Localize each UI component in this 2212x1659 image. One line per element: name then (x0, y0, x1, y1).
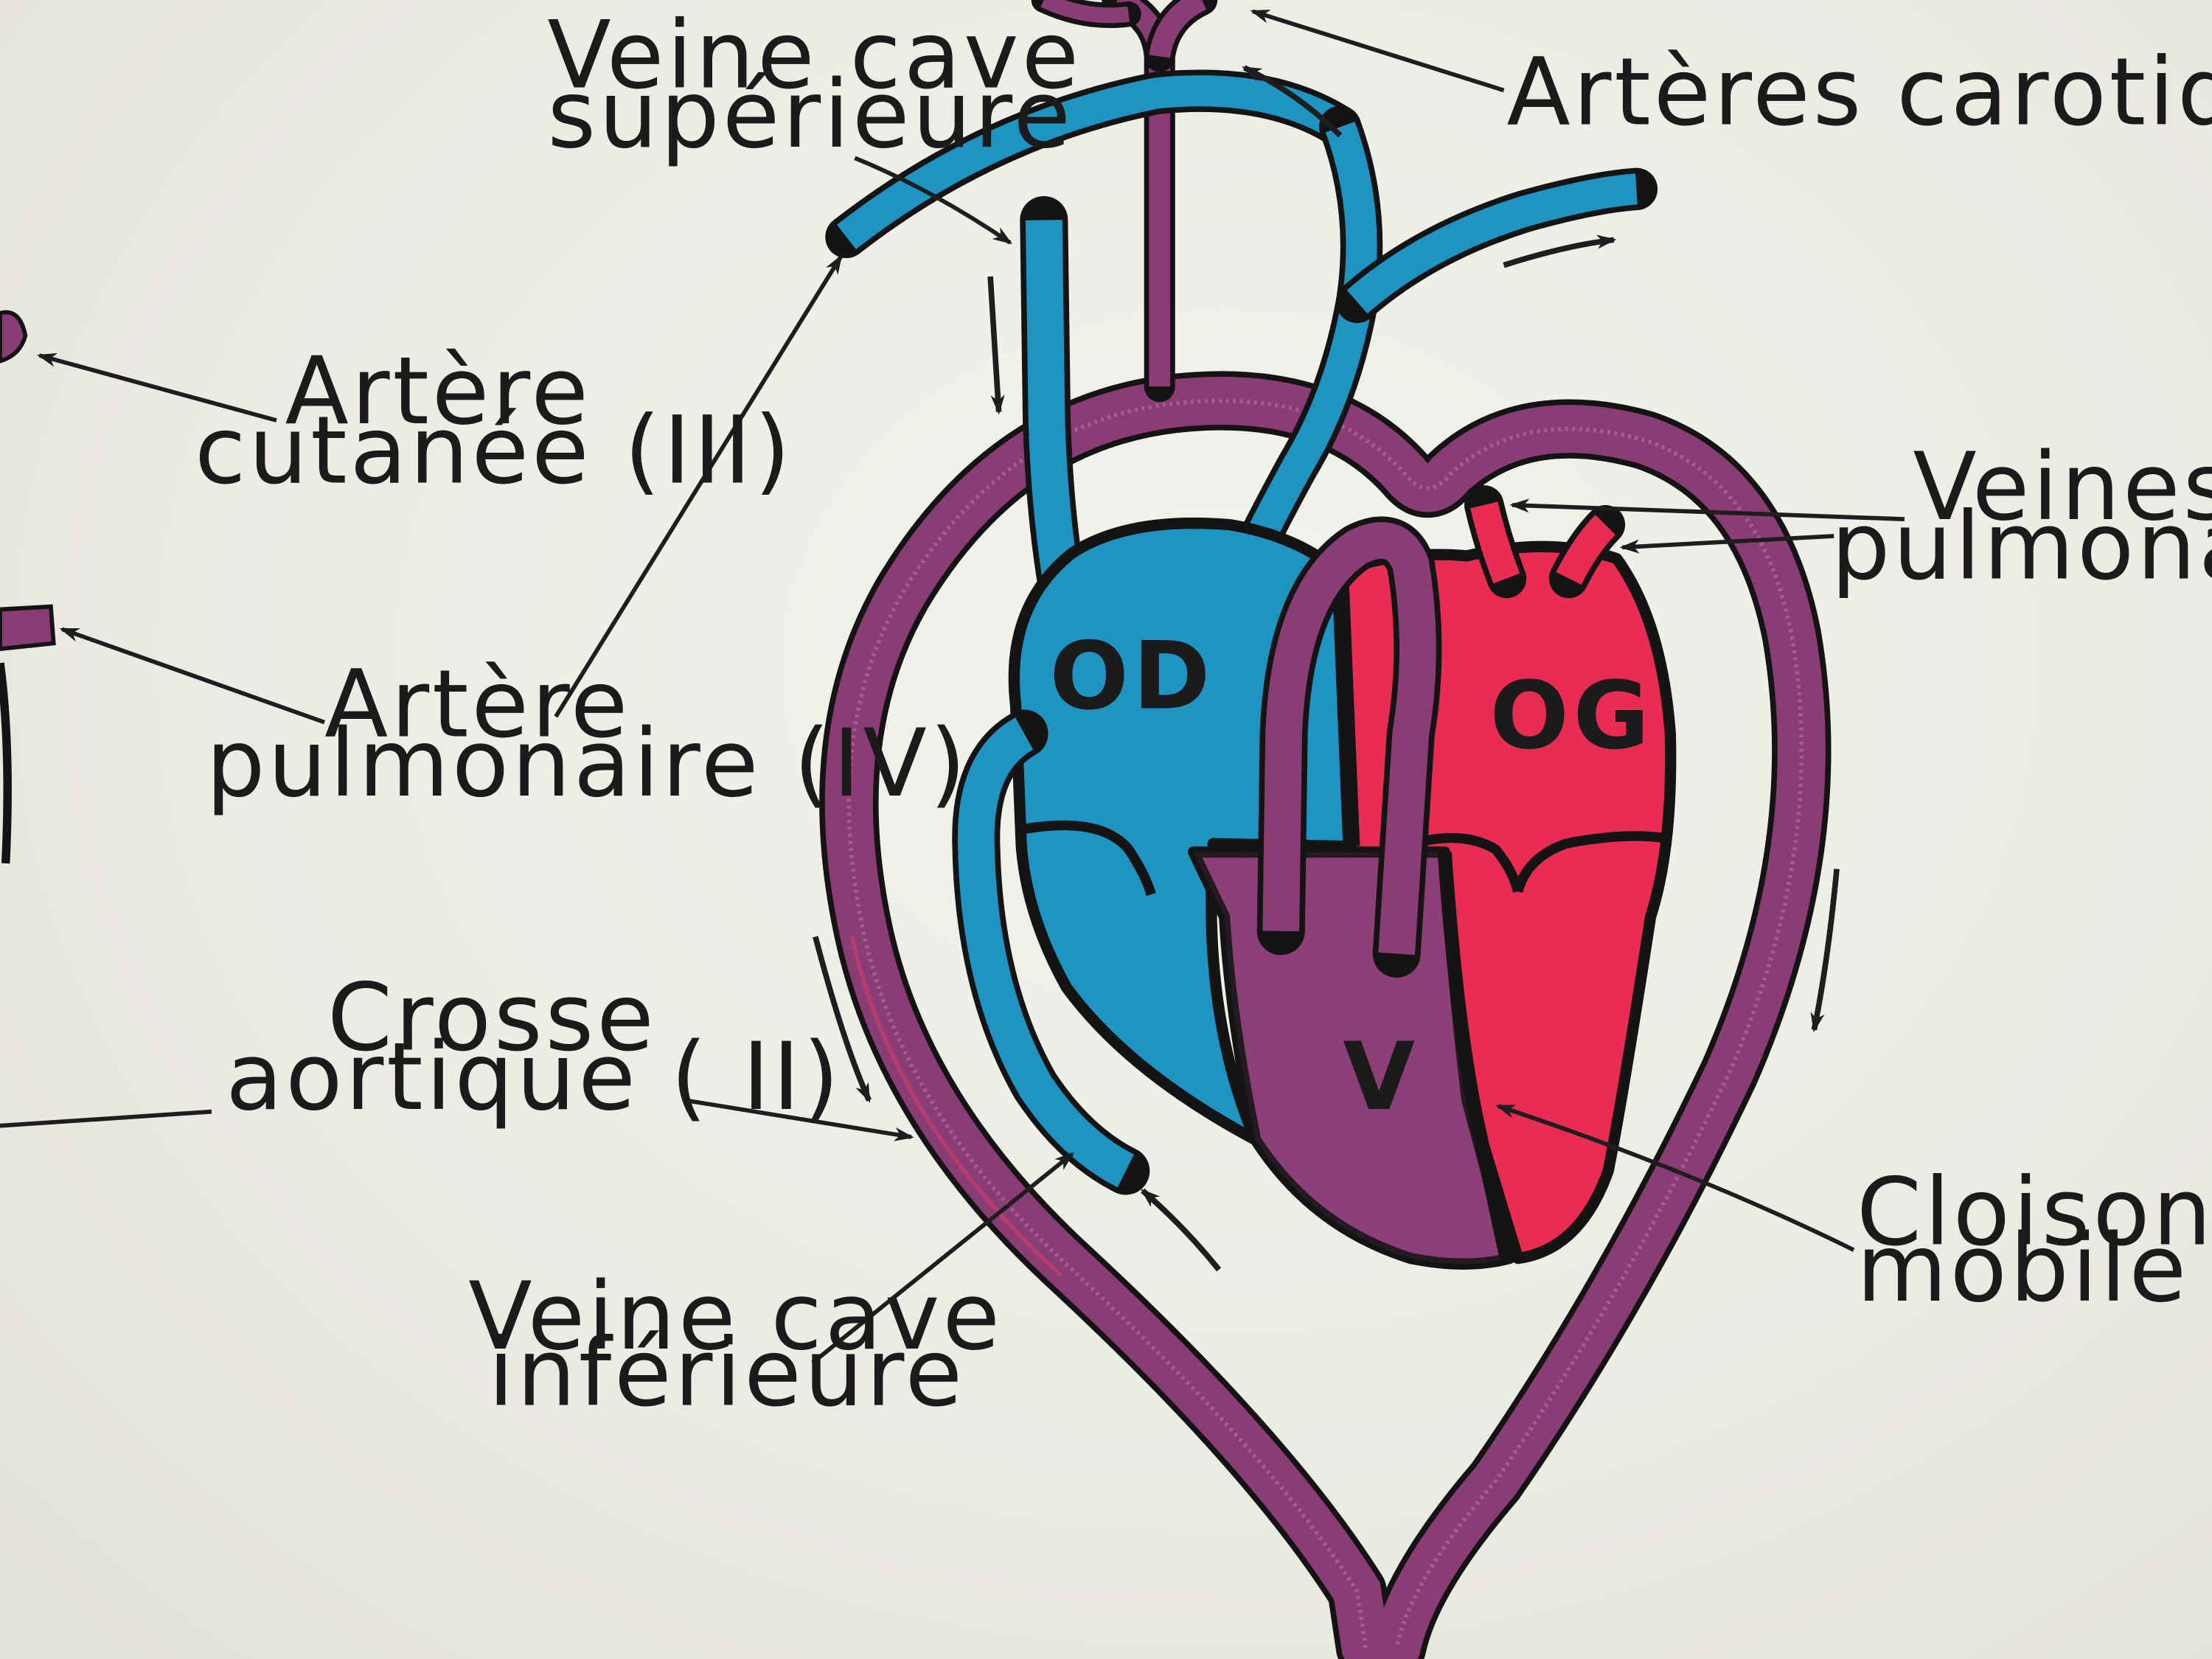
svg-text:Artère: Artère (285, 337, 591, 445)
svg-text:Artères carotides (I): Artères carotides (I) (1506, 38, 2212, 146)
leader-lines (0, 9, 1905, 1365)
carotid-arteries (1031, 0, 1218, 403)
svg-text:Cloison: Cloison (1857, 1158, 2212, 1266)
svg-text:supérieure: supérieure (547, 60, 1073, 169)
flow-arrow-pulmonary (1503, 234, 1617, 268)
pulmonary-veins (1464, 485, 1626, 599)
svg-text:cutanée (III): cutanée (III) (195, 396, 793, 504)
svg-text:aortique ( II): aortique ( II) (226, 1023, 842, 1131)
svg-text:Artère: Artère (324, 650, 630, 759)
svg-text:pulmonaires: pulmonaires (1831, 492, 2212, 600)
flow-arrow-aorta-left (813, 936, 872, 1103)
flow-arrow-carotid (1242, 65, 1343, 138)
svg-text:mobile: mobile (1857, 1214, 2189, 1323)
flow-arrow-svc (987, 276, 1005, 415)
svg-text:inférieure: inférieure (488, 1319, 965, 1427)
left-edge-vessels (0, 310, 56, 864)
chamber-label-od: OD (1049, 622, 1214, 730)
inferior-vena-cava (952, 709, 1150, 1195)
svg-text:Veine cave: Veine cave (468, 1262, 1003, 1371)
truncus-arch (1256, 516, 1442, 978)
label-veine-cave-superieure: Veine cave supérieure (547, 1, 1082, 169)
aortic-loop-vessel (819, 371, 1832, 1659)
label-crosse-aortique: Crosse aortique ( II) (226, 963, 842, 1131)
label-artere-cutanee: Artère cutanée (III) (195, 337, 793, 504)
svg-text:Veine cave: Veine cave (547, 1, 1082, 110)
flow-arrow-ivc (1140, 1188, 1222, 1272)
svg-text:pulmonaire (IV): pulmonaire (IV) (206, 709, 968, 818)
svg-text:Veines: Veines (1913, 433, 2212, 541)
chamber-label-v: V (1343, 1023, 1419, 1131)
chamber-label-og: OG (1489, 661, 1653, 770)
label-artere-pulmonaire: Artère pulmonaire (IV) (206, 650, 968, 818)
label-veine-cave-inferieure: Veine cave inférieure (468, 1262, 1003, 1427)
heart-body (1008, 517, 1677, 1270)
flow-arrow-aorta-right (1810, 869, 1840, 1033)
svg-text:Crosse: Crosse (327, 963, 657, 1071)
flow-arrows (813, 65, 1840, 1272)
label-cloison-mobile: Cloison mobile (1857, 1158, 2212, 1323)
label-arteres-carotides: Artères carotides (I) (1506, 38, 2212, 146)
label-veines-pulmonaires: Veines pulmonaires (1831, 433, 2212, 600)
